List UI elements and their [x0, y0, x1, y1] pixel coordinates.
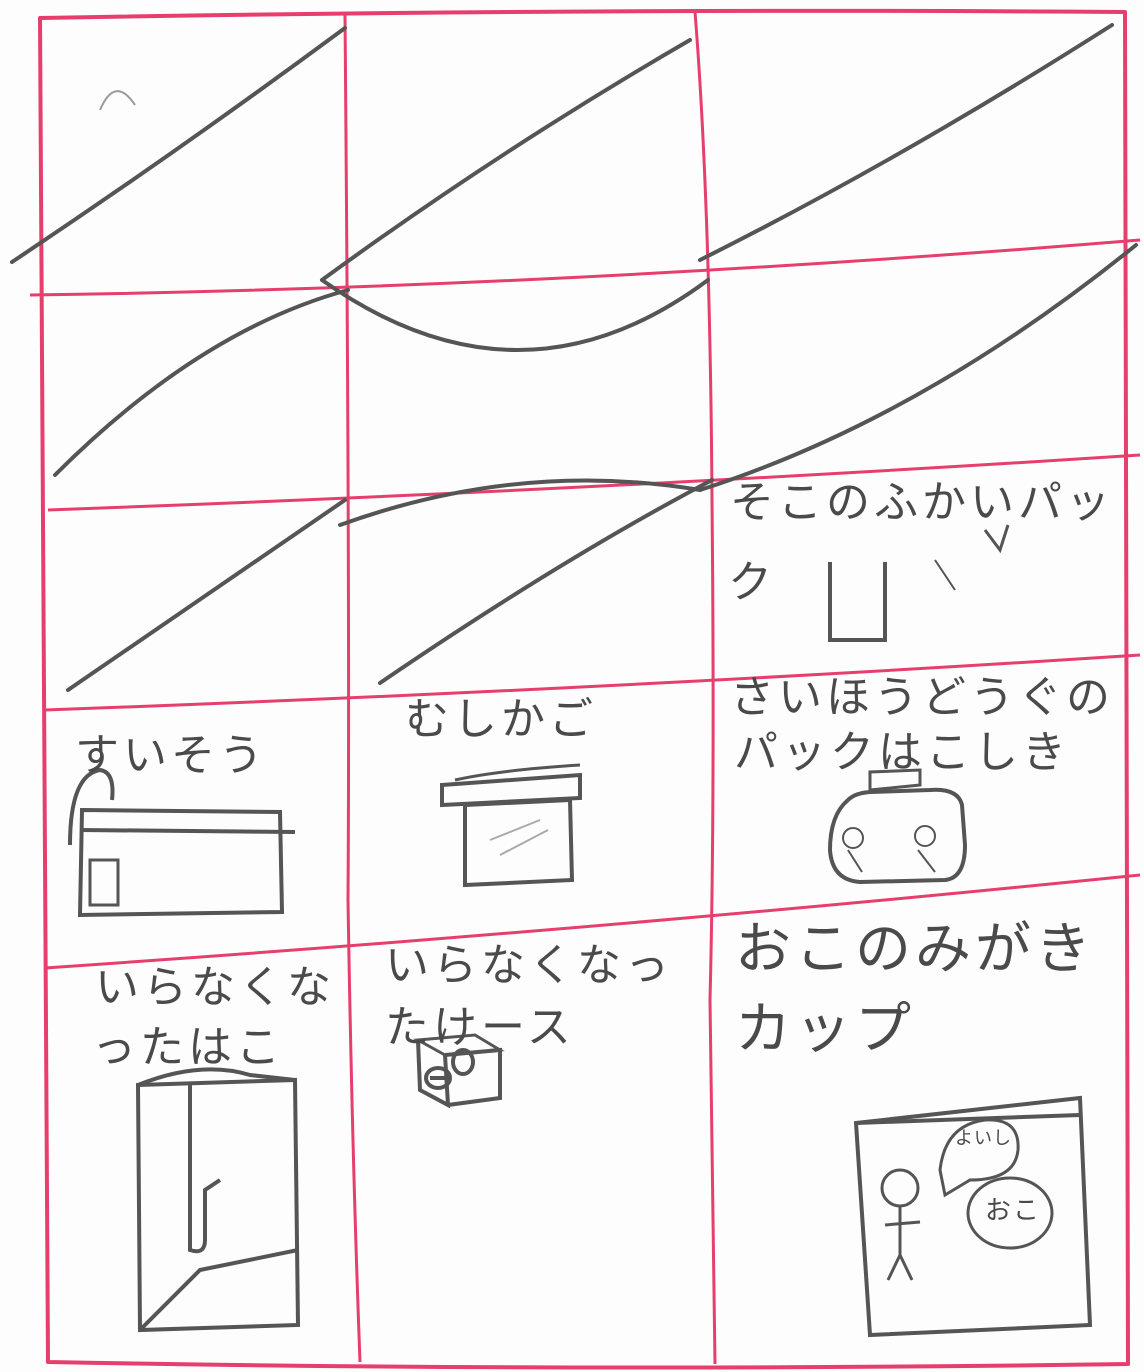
caption-sewing-kit-line1: さいほうどうぐの: [730, 672, 1114, 723]
pencil-mark: [99, 90, 136, 111]
caption-water-tank: すいそう: [75, 730, 267, 781]
strike-line: [378, 478, 714, 685]
caption-empty-box-line1: いらなくな: [95, 962, 335, 1013]
insect-cage-sketch: [440, 763, 582, 888]
caption-sewing-kit-line2: パックはこしき: [734, 727, 1070, 778]
strike-line: [66, 498, 347, 692]
deep-pack-sketch: [828, 524, 1010, 642]
grid-line-horizontal-3: [44, 653, 1141, 712]
strike-line: [698, 243, 1138, 492]
caption-empty-box-line2: ったはこ: [92, 1022, 284, 1073]
caption-deep-pack-line1: そこのふかいパッ: [730, 477, 1114, 528]
caption-insect-cage: むしかご: [405, 694, 597, 745]
case-sketch: [412, 1033, 505, 1109]
strike-line: [320, 38, 692, 282]
sewing-kit-sketch: [827, 768, 968, 885]
strike-line: [53, 288, 350, 477]
grid-line-horizontal-1: [29, 238, 1141, 297]
empty-box-sketch: [135, 1067, 301, 1333]
grid-line-horizontal-2: [47, 453, 1141, 512]
grid-line-vertical-2: [693, 11, 717, 1365]
cup-poster-sketch: [853, 1095, 1093, 1338]
caption-cup-line1: おこのみがき: [735, 917, 1095, 982]
strike-line: [698, 23, 1114, 262]
speech-bubble-text: よいし: [955, 1128, 1012, 1149]
water-tank-sketch: [68, 767, 296, 918]
caption-cup-line2: カップ: [735, 997, 915, 1062]
grid-line-horizontal-4: [44, 873, 1141, 970]
strike-line: [338, 478, 702, 527]
caption-deep-pack-line2: ク: [728, 557, 776, 608]
grid-line-vertical-1: [343, 14, 362, 1363]
caption-case-line1: いらなくなっ: [385, 940, 673, 991]
strike-line: [320, 278, 710, 352]
strike-line: [10, 26, 347, 264]
caption-case-line2: たけース: [385, 1002, 575, 1053]
grid-border: [38, 8, 1130, 1370]
badge-text: おこ: [985, 1196, 1042, 1226]
